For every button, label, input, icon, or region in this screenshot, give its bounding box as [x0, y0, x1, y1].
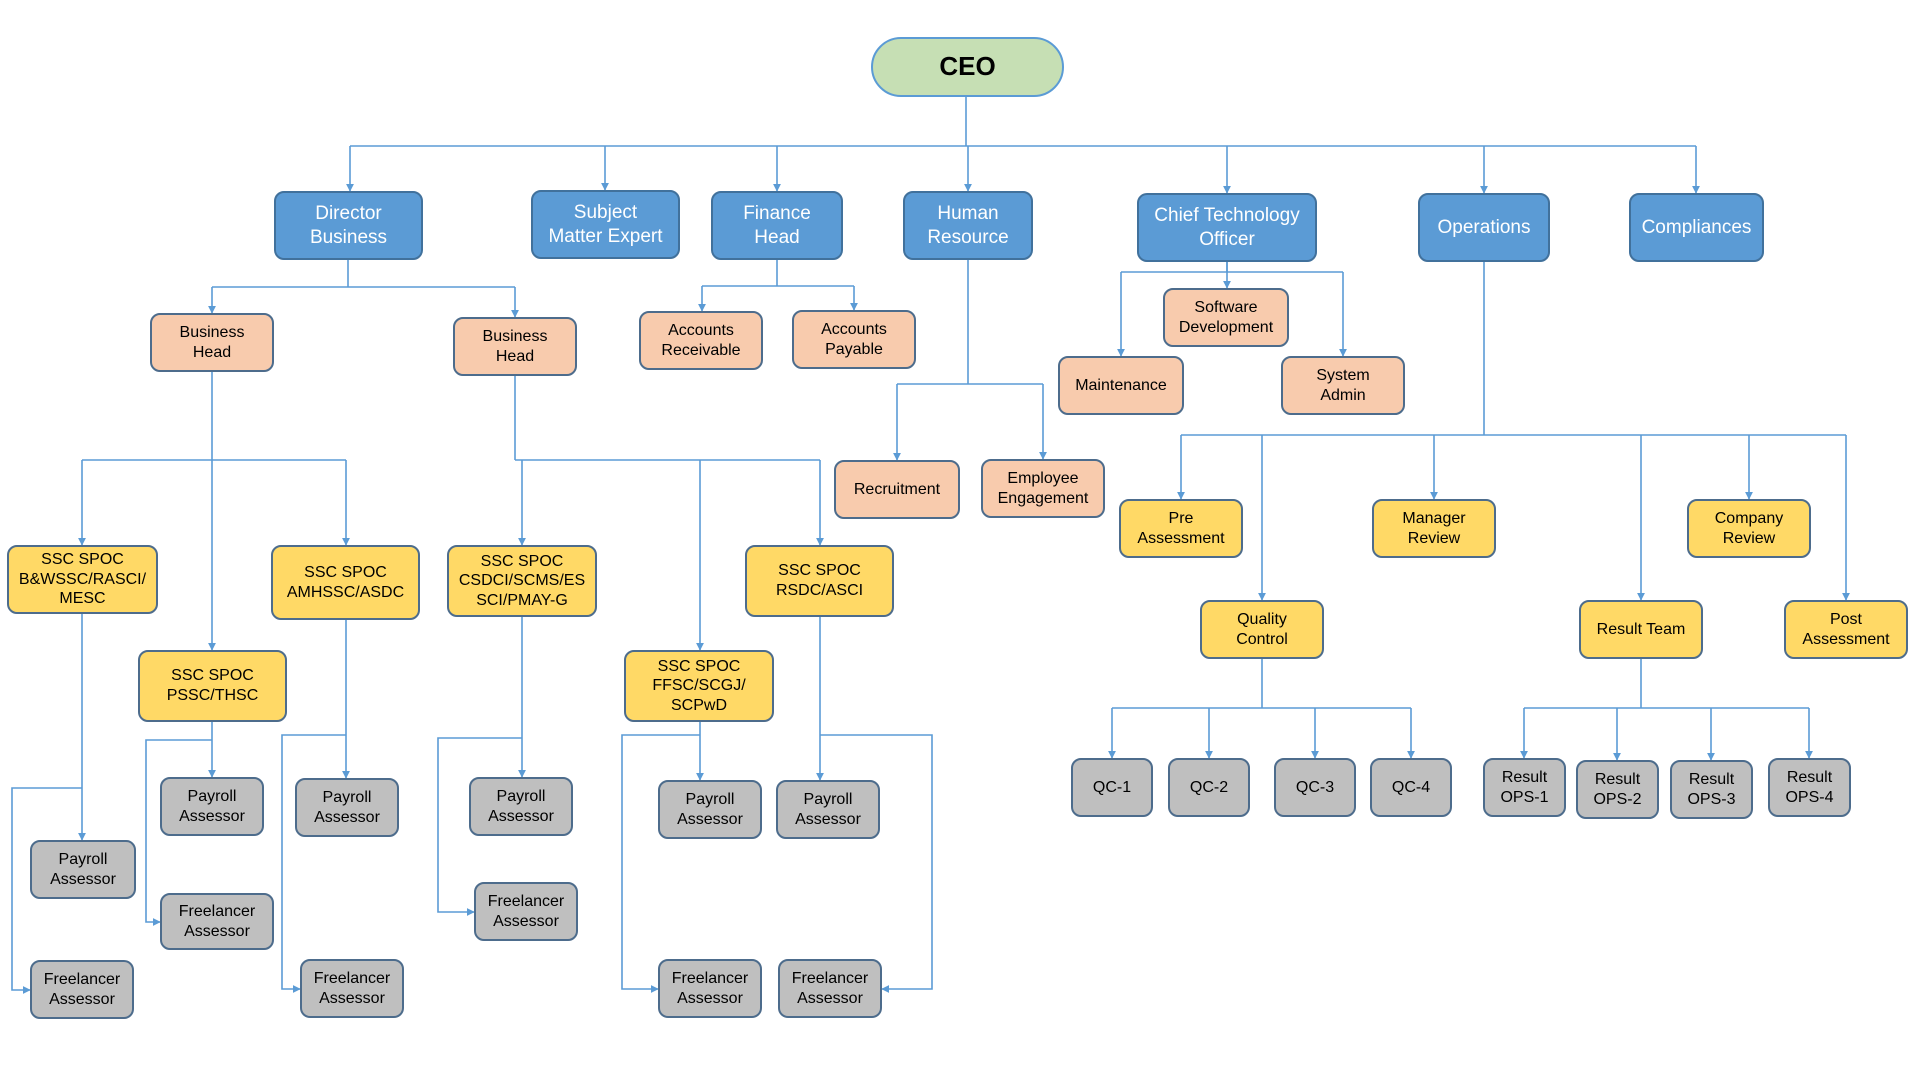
qc-4-node: QC-4 — [1370, 758, 1452, 817]
ssc-spoc-ffsc-node: SSC SPOC FFSC/SCGJ/ SCPwD — [624, 650, 774, 722]
result-ops-3-node: Result OPS-3 — [1670, 760, 1753, 819]
result-ops-4-node: Result OPS-4 — [1768, 758, 1851, 817]
accounts-payable-node: Accounts Payable — [792, 310, 916, 369]
ssc-spoc-bwssc-node: SSC SPOC B&WSSC/RASCI/ MESC — [7, 545, 158, 614]
qc-2-node: QC-2 — [1168, 758, 1250, 817]
pre-assessment-node: Pre Assessment — [1119, 499, 1243, 558]
director-business-node: Director Business — [274, 191, 423, 260]
payroll-assessor-4-node: Payroll Assessor — [469, 777, 573, 836]
connector-line-62 — [281, 734, 346, 993]
freelancer-assessor-5-node: Freelancer Assessor — [658, 959, 762, 1018]
cto-node: Chief Technology Officer — [1137, 193, 1317, 262]
payroll-assessor-5-node: Payroll Assessor — [658, 780, 762, 839]
business-head-1-node: Business Head — [150, 313, 274, 372]
freelancer-assessor-2-node: Freelancer Assessor — [160, 893, 274, 950]
system-admin-node: System Admin — [1281, 356, 1405, 415]
recruitment-node: Recruitment — [834, 460, 960, 519]
finance-head-node: Finance Head — [711, 191, 843, 260]
payroll-assessor-1-node: Payroll Assessor — [30, 840, 136, 899]
ssc-spoc-csdci-node: SSC SPOC CSDCI/SCMS/ES SCI/PMAY-G — [447, 545, 597, 617]
accounts-receivable-node: Accounts Receivable — [639, 311, 763, 370]
ssc-spoc-amhssc-node: SSC SPOC AMHSSC/ASDC — [271, 545, 420, 620]
result-ops-1-node: Result OPS-1 — [1483, 758, 1566, 817]
connector-line-64 — [437, 737, 522, 916]
connector-line-68 — [820, 734, 933, 993]
human-resource-node: Human Resource — [903, 191, 1033, 260]
post-assessment-node: Post Assessment — [1784, 600, 1908, 659]
software-development-node: Software Development — [1163, 288, 1289, 347]
freelancer-assessor-3-node: Freelancer Assessor — [300, 959, 404, 1018]
freelancer-assessor-1-node: Freelancer Assessor — [30, 960, 134, 1019]
operations-node: Operations — [1418, 193, 1550, 262]
result-ops-2-node: Result OPS-2 — [1576, 760, 1659, 819]
subject-matter-expert-node: Subject Matter Expert — [531, 190, 680, 259]
payroll-assessor-3-node: Payroll Assessor — [295, 778, 399, 837]
connector-line-60 — [145, 739, 212, 926]
connector-line-58 — [11, 787, 82, 994]
employee-engagement-node: Employee Engagement — [981, 459, 1105, 518]
result-team-node: Result Team — [1579, 600, 1703, 659]
company-review-node: Company Review — [1687, 499, 1811, 558]
freelancer-assessor-4-node: Freelancer Assessor — [474, 882, 578, 941]
payroll-assessor-2-node: Payroll Assessor — [160, 777, 264, 836]
connector-line-66 — [621, 734, 700, 993]
payroll-assessor-6-node: Payroll Assessor — [776, 780, 880, 839]
quality-control-node: Quality Control — [1200, 600, 1324, 659]
compliances-node: Compliances — [1629, 193, 1764, 262]
freelancer-assessor-6-node: Freelancer Assessor — [778, 959, 882, 1018]
business-head-2-node: Business Head — [453, 317, 577, 376]
maintenance-node: Maintenance — [1058, 356, 1184, 415]
qc-1-node: QC-1 — [1071, 758, 1153, 817]
ssc-spoc-pssc-node: SSC SPOC PSSC/THSC — [138, 650, 287, 722]
manager-review-node: Manager Review — [1372, 499, 1496, 558]
qc-3-node: QC-3 — [1274, 758, 1356, 817]
ceo-node: CEO — [871, 37, 1064, 97]
ssc-spoc-rsdc-node: SSC SPOC RSDC/ASCI — [745, 545, 894, 617]
